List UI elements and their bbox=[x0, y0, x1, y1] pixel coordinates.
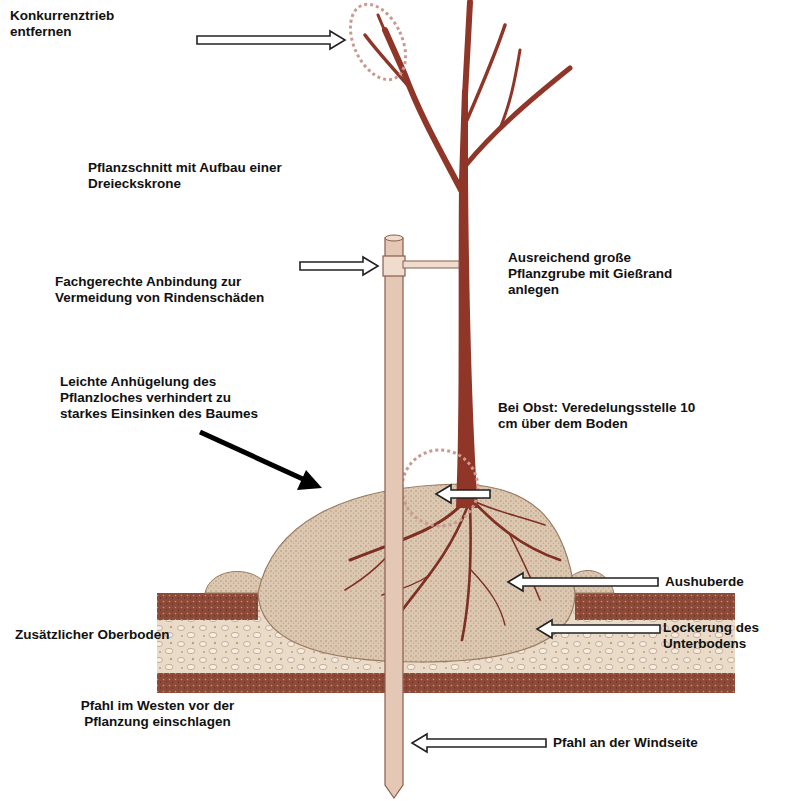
hollow-arrow bbox=[412, 734, 546, 752]
annotation-label: Aushuberde bbox=[665, 574, 744, 590]
tie bbox=[403, 261, 459, 268]
annotation-label: Fachgerechte Anbindung zur Vermeidung vo… bbox=[55, 274, 280, 306]
excavated-soil bbox=[258, 484, 575, 662]
loosened-subsoil bbox=[157, 620, 258, 673]
annotation-label: Konkurrenztrieb entfernen bbox=[10, 8, 135, 40]
watering-rim bbox=[205, 571, 262, 593]
annotation-label: Leichte Anhügelung des Pflanzloches verh… bbox=[60, 374, 280, 422]
stake-top bbox=[385, 235, 403, 241]
graft-point-marker bbox=[402, 450, 478, 526]
hollow-arrow bbox=[300, 257, 378, 275]
tree-crown bbox=[365, 2, 570, 190]
tie bbox=[383, 256, 405, 276]
topsoil-band bbox=[575, 593, 735, 620]
annotation-label: Pfahl im Westen vor der Pflanzung einsch… bbox=[50, 698, 265, 730]
hollow-arrow bbox=[436, 485, 490, 503]
hollow-arrow bbox=[508, 573, 658, 591]
annotation-label: Lockerung des Unterbodens bbox=[663, 620, 781, 652]
annotation-label: Pfahl an der Windseite bbox=[553, 735, 698, 751]
hollow-arrow bbox=[197, 31, 345, 49]
competitor-shoot-marker bbox=[339, 0, 416, 88]
pointer-arrow bbox=[200, 432, 305, 480]
topsoil-band bbox=[157, 593, 258, 620]
subsoil-band bbox=[157, 673, 735, 693]
annotation-label: Zusätzlicher Oberboden bbox=[15, 627, 170, 643]
annotation-label: Pflanzschnitt mit Aufbau einer Dreiecksk… bbox=[88, 160, 283, 192]
hollow-arrow bbox=[537, 620, 660, 638]
annotation-label: Ausreichend große Pflanzgrube mit Gießra… bbox=[508, 250, 703, 298]
pointer-arrow bbox=[297, 470, 322, 490]
roots bbox=[345, 500, 560, 640]
stake bbox=[385, 238, 403, 798]
annotation-label: Bei Obst: Veredelungsstelle 10 cm über d… bbox=[498, 400, 698, 432]
